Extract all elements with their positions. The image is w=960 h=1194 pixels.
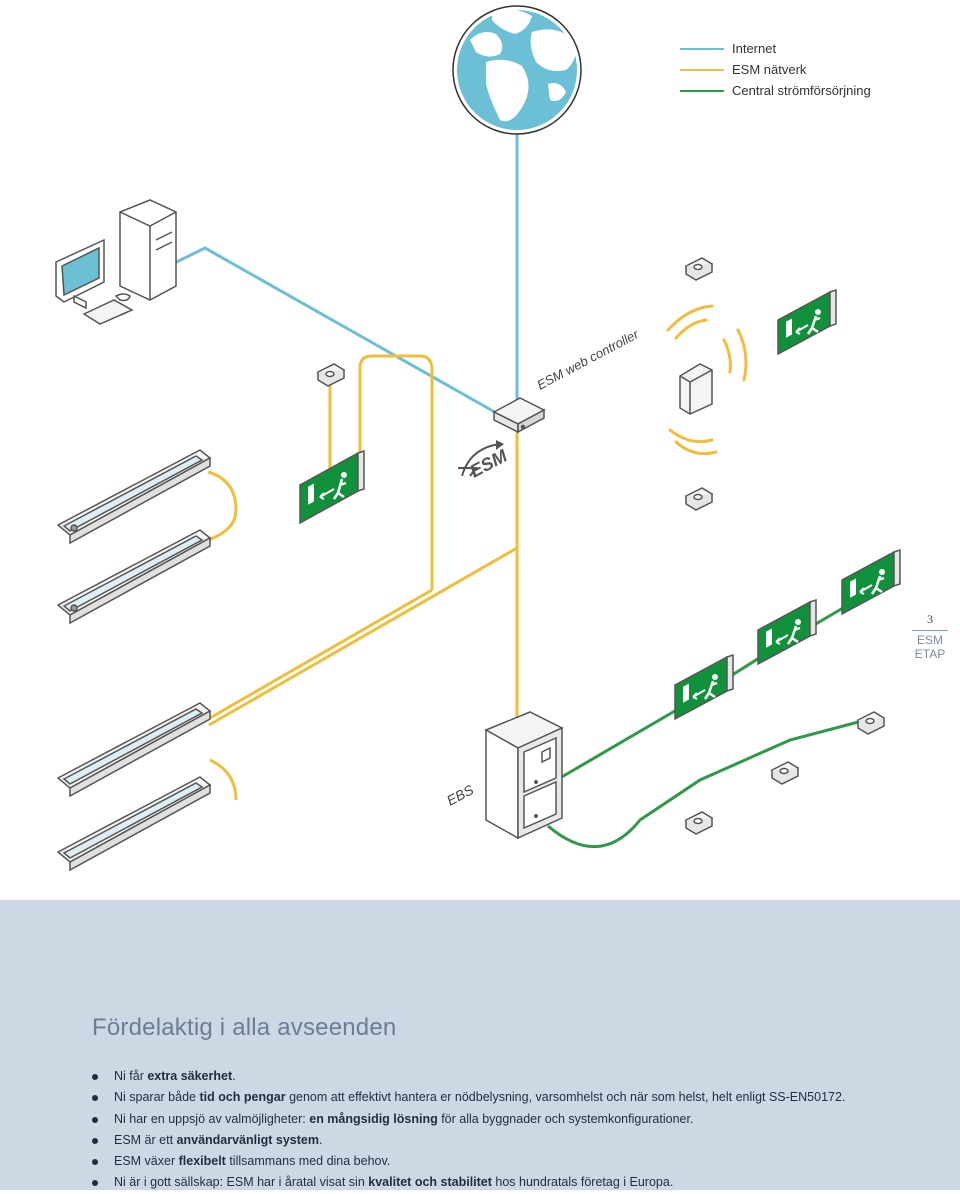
detector-icon <box>684 257 714 281</box>
luminaire <box>56 529 212 625</box>
central-power-cables <box>547 596 867 849</box>
luminaire <box>56 449 212 545</box>
bullet-icon <box>92 1180 98 1187</box>
legend-item-internet: Internet <box>680 38 871 59</box>
detectors <box>316 257 886 835</box>
wireless-access-point <box>679 363 713 415</box>
legend-item-central-power: Central strömförsörjning <box>680 80 871 101</box>
luminaire <box>56 702 212 798</box>
esm-network-cables <box>207 354 519 801</box>
legend-label: Internet <box>732 41 777 56</box>
benefit-text: tillsammans med dina behov. <box>225 1154 391 1169</box>
legend: Internet ESM nätverk Central strömförsör… <box>680 38 871 101</box>
benefit-highlight: extra säkerhet <box>147 1069 233 1083</box>
network-diagram: ESM web controller ESM <box>55 5 901 872</box>
benefit-item: Ni får extra säkerhet. <box>92 1066 932 1087</box>
benefit-text: . <box>232 1069 236 1083</box>
exit-sign <box>777 288 837 356</box>
benefit-highlight: tid och pengar <box>199 1090 286 1105</box>
benefit-item: ESM är ett användarvänligt system. <box>92 1130 932 1151</box>
detector-icon <box>856 711 886 735</box>
exit-signs <box>299 288 901 721</box>
benefit-text: Ni sparar både <box>114 1090 200 1105</box>
benefit-item: ESM växer flexibelt tillsammans med dina… <box>92 1151 932 1172</box>
legend-swatch <box>680 68 724 71</box>
desktop-computer <box>55 199 177 325</box>
ceiling-luminaires <box>56 449 212 872</box>
benefit-text: Ni är i gott sällskap: ESM har i åratal … <box>114 1175 369 1190</box>
esm-web-controller <box>492 397 546 434</box>
luminaire <box>56 776 212 872</box>
exit-sign <box>299 449 365 525</box>
benefit-item: Ni har en uppsjö av valmöjligheter: en m… <box>92 1109 932 1130</box>
benefit-text: Ni får <box>114 1069 148 1083</box>
benefit-highlight: användarvänligt system <box>176 1132 319 1147</box>
exit-sign <box>757 598 817 666</box>
benefit-highlight: en mångsidig lösning <box>309 1111 438 1126</box>
legend-label: Central strömförsörjning <box>732 83 871 98</box>
benefit-text: för alla byggnader och systemkonfigurati… <box>437 1111 694 1126</box>
benefit-text: hos hundratals företag i Europa. <box>491 1175 674 1190</box>
benefit-text: . <box>318 1132 323 1147</box>
section-label-line: ESM <box>916 633 943 647</box>
wifi-waves-icon <box>666 304 748 456</box>
ebs-label: EBS <box>444 781 477 809</box>
exit-sign <box>841 548 901 616</box>
bullet-icon <box>92 1074 98 1080</box>
benefit-highlight: kvalitet och stabilitet <box>368 1175 492 1190</box>
benefits-list: Ni får extra säkerhet.Ni sparar både tid… <box>92 1066 932 1194</box>
benefit-text: ESM är ett <box>114 1132 177 1147</box>
ebs-cabinet <box>484 711 564 840</box>
detector-icon <box>770 761 800 785</box>
legend-swatch <box>680 47 724 50</box>
page-number: 3 <box>927 612 933 626</box>
legend-item-esm-network: ESM nätverk <box>680 59 871 80</box>
esm-logo: ESM <box>458 440 511 482</box>
detector-icon <box>684 811 714 835</box>
benefits-panel <box>0 900 960 1190</box>
page-divider <box>912 630 948 631</box>
benefit-text: ESM växer <box>114 1154 179 1169</box>
benefit-item: Ni sparar både tid och pengar genom att … <box>92 1087 932 1108</box>
bullet-icon <box>92 1159 98 1166</box>
exit-sign <box>674 653 734 721</box>
legend-label: ESM nätverk <box>732 62 807 77</box>
section-label: ESM ETAP <box>912 633 948 661</box>
section-label-line: ETAP <box>914 647 946 661</box>
benefit-text: Ni har en uppsjö av valmöjligheter: <box>114 1111 310 1126</box>
detector-icon <box>684 487 714 511</box>
benefit-highlight: flexibelt <box>178 1154 226 1169</box>
globe-icon <box>452 5 582 135</box>
benefit-text: genom att effektivt hantera er nödbelysn… <box>285 1090 846 1105</box>
detector-icon <box>316 363 346 387</box>
esm-logo-text: ESM <box>466 445 511 481</box>
legend-swatch <box>680 89 724 92</box>
bullet-icon <box>92 1137 98 1144</box>
bullet-icon <box>92 1095 98 1102</box>
benefit-item: Ni är i gott sällskap: ESM har i åratal … <box>92 1172 932 1193</box>
controller-label: ESM web controller <box>534 326 641 392</box>
bullet-icon <box>92 1116 98 1123</box>
benefits-title: Fördelaktig i alla avseenden <box>92 1014 397 1041</box>
